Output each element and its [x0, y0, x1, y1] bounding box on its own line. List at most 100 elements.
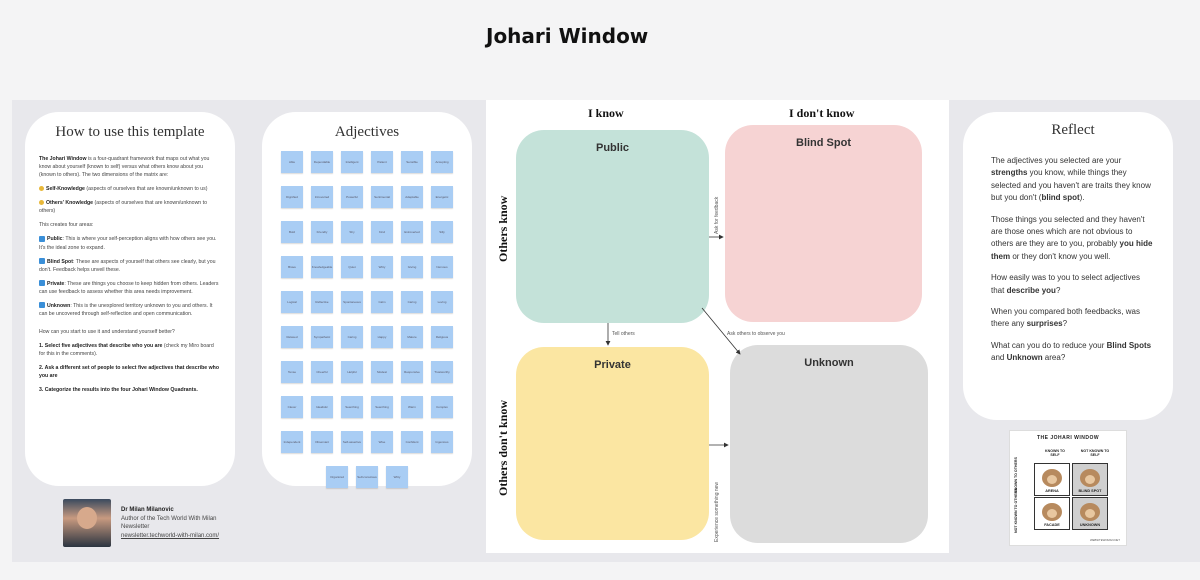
sticky-note[interactable]: Tense: [281, 361, 303, 383]
quadrant-blind-spot[interactable]: Blind Spot: [725, 125, 922, 322]
label-tell-others: Tell others: [612, 331, 635, 337]
sticky-note[interactable]: Knowledgeable: [311, 256, 333, 278]
step1-text: (check my Miro board for this in the com…: [39, 343, 214, 358]
sticky-note[interactable]: Powerful: [341, 186, 363, 208]
johari-cartoon-image: THE JOHARI WINDOW KNOWN TO SELF NOT KNOW…: [1009, 430, 1127, 546]
sticky-note[interactable]: Energetic: [431, 186, 453, 208]
sticky-note[interactable]: Wise: [371, 431, 393, 453]
cartoon-url: WEBSITEWOMAN.NET: [1090, 538, 1120, 542]
monkey-icon: [1042, 469, 1062, 487]
johari-window-frame[interactable]: I know I don't know Others know Others d…: [486, 100, 949, 553]
cartoon-cell-blind: BLIND SPOT: [1072, 463, 1108, 496]
how-to-card[interactable]: How to use this template The Johari Wind…: [25, 112, 235, 486]
sticky-note[interactable]: Cheerful: [311, 361, 333, 383]
reflect-card[interactable]: Reflect The adjectives you selected are …: [963, 112, 1173, 420]
quadrant-private[interactable]: Private: [516, 347, 709, 540]
sticky-note[interactable]: Trustworthy: [431, 361, 453, 383]
sticky-note[interactable]: Sympathetic: [311, 326, 333, 348]
sticky-note[interactable]: Confident: [401, 431, 423, 453]
label-experience: Experience something new: [714, 481, 720, 542]
sticky-note[interactable]: Quiet: [341, 256, 363, 278]
quadrant-public-title: Public: [595, 142, 629, 154]
blind-text: : These are aspects of yourself that oth…: [39, 258, 216, 273]
dim2-text: (aspects of ourselves that are known/unk…: [39, 200, 207, 215]
unknown-bold: Unknown: [47, 302, 71, 309]
sticky-note[interactable]: Mature: [401, 326, 423, 348]
sticky-note[interactable]: Sensible: [401, 151, 423, 173]
cartoon-cell-facade: FACADE: [1034, 497, 1070, 530]
row-label-unknown: Others don't know: [496, 399, 510, 496]
page-title: Johari Window: [486, 24, 649, 48]
author-name: Dr Milan Milanovic: [121, 507, 174, 513]
sticky-note[interactable]: Kind: [371, 221, 393, 243]
sticky-note[interactable]: Loving: [431, 291, 453, 313]
sticky-note[interactable]: Logical: [281, 291, 303, 313]
intro-text: is a four-quadrant framework that maps o…: [39, 156, 210, 179]
label-ask-feedback: Ask for feedback: [714, 196, 720, 234]
sticky-note[interactable]: Modest: [371, 361, 393, 383]
sticky-note[interactable]: Bold: [281, 221, 303, 243]
sticky-note[interactable]: Warm: [401, 396, 423, 418]
sticky-note[interactable]: Searching: [371, 396, 393, 418]
sticky-note[interactable]: Idealistic: [311, 396, 333, 418]
sticky-note[interactable]: Organized: [326, 466, 348, 488]
sticky-note[interactable]: Nervous: [431, 256, 453, 278]
step1-bold: 1. Select five adjectives that describe …: [39, 343, 163, 349]
sticky-note[interactable]: Dependable: [311, 151, 333, 173]
sticky-note[interactable]: Witty: [386, 466, 408, 488]
sticky-note[interactable]: Intelligent: [341, 151, 363, 173]
newsletter-link[interactable]: newsletter.techworld-with-milan.com/: [121, 533, 220, 540]
sticky-note[interactable]: Reflective: [311, 291, 333, 313]
sticky-note[interactable]: Ingenious: [431, 431, 453, 453]
sticky-note[interactable]: Able: [281, 151, 303, 173]
sticky-note[interactable]: Sentimental: [371, 186, 393, 208]
sticky-note[interactable]: Observant: [311, 431, 333, 453]
sticky-note[interactable]: Caring: [341, 326, 363, 348]
quadrant-unknown[interactable]: Unknown: [730, 345, 928, 543]
adjectives-title: Adjectives: [334, 124, 400, 140]
sticky-grid: Able Dependable Intelligent Patient Sensible…: [272, 151, 462, 453]
sticky-note[interactable]: Silly: [431, 221, 453, 243]
sticky-note[interactable]: Self-conscious: [356, 466, 378, 488]
sticky-note[interactable]: Accepting: [431, 151, 453, 173]
sticky-note[interactable]: Happy: [371, 326, 393, 348]
sticky-note[interactable]: Brave: [281, 256, 303, 278]
sticky-note[interactable]: Spontaneous: [341, 291, 363, 313]
sticky-note[interactable]: Helpful: [341, 361, 363, 383]
cartoon-col1: KNOWN TO SELF: [1045, 449, 1065, 458]
monkey-icon: [1080, 503, 1100, 521]
monkey-icon: [1080, 469, 1100, 487]
cartoon-row2: NOT KNOWN TO OTHERS: [1014, 488, 1018, 533]
sticky-note[interactable]: Witty: [371, 256, 393, 278]
sticky-note[interactable]: Relaxed: [281, 326, 303, 348]
sticky-note[interactable]: Shy: [341, 221, 363, 243]
sticky-note[interactable]: Patient: [371, 151, 393, 173]
quadrant-unknown-title: Unknown: [804, 357, 854, 369]
sticky-note[interactable]: Self-assertive: [341, 431, 363, 453]
sticky-note[interactable]: Independent: [281, 431, 303, 453]
sticky-note[interactable]: Dignified: [281, 186, 303, 208]
sticky-note[interactable]: Caring: [401, 291, 423, 313]
cartoon-col2: NOT KNOWN TO SELF: [1080, 449, 1110, 458]
sticky-note[interactable]: Religious: [431, 326, 453, 348]
dim1-bold: Self-Knowledge: [46, 186, 85, 193]
dim2-bold: Others' Knowledge: [46, 200, 94, 207]
sticky-note[interactable]: Searching: [341, 396, 363, 418]
arrow-icon: [39, 258, 45, 265]
sticky-note[interactable]: Adaptable: [401, 186, 423, 208]
quadrant-private-title: Private: [594, 359, 631, 371]
sticky-note[interactable]: Friendly: [311, 221, 333, 243]
col-label-known: I know: [588, 106, 624, 120]
sticky-note[interactable]: Introverted: [311, 186, 333, 208]
author-block: Dr Milan Milanovic Author of the Tech Wo…: [63, 499, 263, 549]
sticky-note[interactable]: Extroverted: [401, 221, 423, 243]
sticky-note[interactable]: Calm: [371, 291, 393, 313]
quadrant-public[interactable]: Public: [516, 130, 709, 323]
sticky-note[interactable]: Giving: [401, 256, 423, 278]
adjectives-card[interactable]: Adjectives Able Dependable Intelligent Pati…: [262, 112, 472, 488]
sticky-note[interactable]: Complex: [431, 396, 453, 418]
sticky-note[interactable]: Responsive: [401, 361, 423, 383]
bullet-icon: [39, 200, 44, 206]
sticky-note[interactable]: Clever: [281, 396, 303, 418]
arrow-icon: [39, 236, 45, 243]
